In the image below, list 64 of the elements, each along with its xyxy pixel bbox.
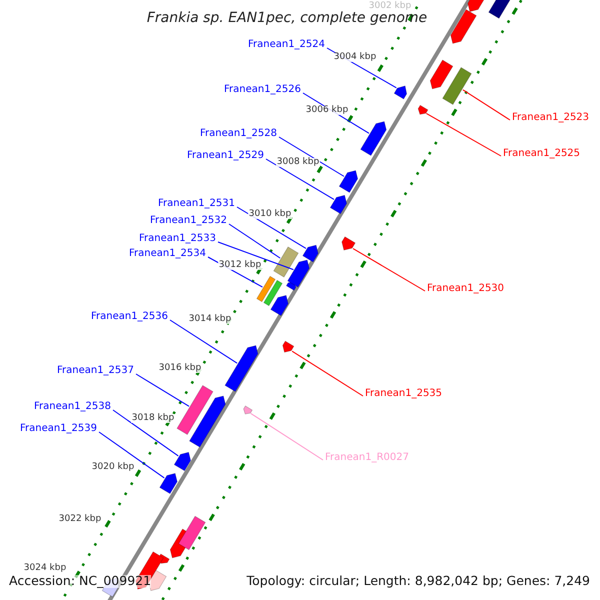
gene-feature [418, 104, 428, 115]
gene-feature [224, 345, 258, 392]
gene-block [273, 246, 299, 278]
gene-feature [282, 340, 294, 353]
gene-label: Franean1_2533 [138, 234, 216, 244]
gene-label: Franean1_2532 [150, 216, 227, 226]
leader-line [352, 248, 426, 292]
leader-line [278, 136, 344, 177]
leader-line [250, 412, 324, 460]
scale-label: 3014 kbp [188, 315, 232, 324]
leader-line [236, 206, 306, 249]
gene-label: Franean1_2524 [248, 40, 325, 50]
gene-label: Franean1_2539 [20, 424, 97, 434]
leader-line [266, 158, 334, 200]
leader-line [218, 242, 294, 270]
gene-feature [330, 194, 348, 214]
gene-label: Franean1_2537 [56, 366, 134, 376]
gene-label: Franean1_2531 [158, 199, 235, 209]
title: Frankia sp. EAN1pec, complete genome [146, 11, 428, 25]
leader-line [136, 374, 190, 407]
gene-label: Franean1_2525 [503, 149, 580, 159]
leader-line [426, 112, 502, 156]
gene-feature [243, 406, 253, 414]
scale-label: 3018 kbp [131, 414, 175, 423]
gene-block [442, 67, 472, 105]
scale-label: 3010 kbp [248, 210, 292, 219]
scale-label: 3016 kbp [158, 364, 202, 373]
leader-line [292, 350, 364, 396]
gene-label: Franean1_2536 [90, 312, 168, 322]
gene-feature [342, 236, 356, 251]
gene-feature [174, 452, 192, 472]
gene-block [256, 276, 276, 302]
gene-label: Franean1_R0027 [325, 453, 409, 463]
scale-label: 3024 kbp [23, 564, 67, 573]
gene-label: Franean1_2534 [128, 249, 206, 259]
gene-feature [360, 121, 387, 156]
gene-feature [338, 170, 358, 193]
gene-block [176, 385, 214, 435]
gene-label: Franean1_2538 [34, 402, 111, 412]
gene-label: Franean1_2535 [365, 389, 442, 399]
scale-label: 3020 kbp [91, 463, 135, 472]
leader-line [462, 89, 510, 120]
gene-label: Franean1_2523 [512, 113, 590, 123]
scale-label: 3006 kbp [305, 106, 349, 115]
scale-label: 3022 kbp [58, 515, 102, 524]
gene-feature [394, 85, 408, 100]
gene-feature [287, 260, 310, 288]
scale-label: 3002 kbp [368, 2, 412, 11]
scale-label: 3012 kbp [218, 261, 262, 270]
leader-line [170, 320, 238, 364]
gene-label: Franean1_2526 [224, 85, 301, 95]
accession-text: Accession: NC_009921 [9, 575, 152, 588]
gene-feature [159, 473, 178, 494]
gene-feature [270, 295, 289, 316]
scale-label: 3008 kbp [276, 158, 320, 167]
scale-label: 3004 kbp [333, 53, 377, 62]
gene-label: Franean1_2530 [427, 284, 504, 294]
leader-line [98, 432, 165, 478]
gene-feature [302, 244, 318, 262]
leader-line [228, 224, 281, 259]
leader-line [112, 410, 179, 456]
gene-label: Franean1_2528 [200, 129, 277, 139]
gene-label: Franean1_2529 [186, 151, 264, 161]
genome-info-text: Topology: circular; Length: 8,982,042 bp; Genes: 7,249 [246, 575, 590, 588]
